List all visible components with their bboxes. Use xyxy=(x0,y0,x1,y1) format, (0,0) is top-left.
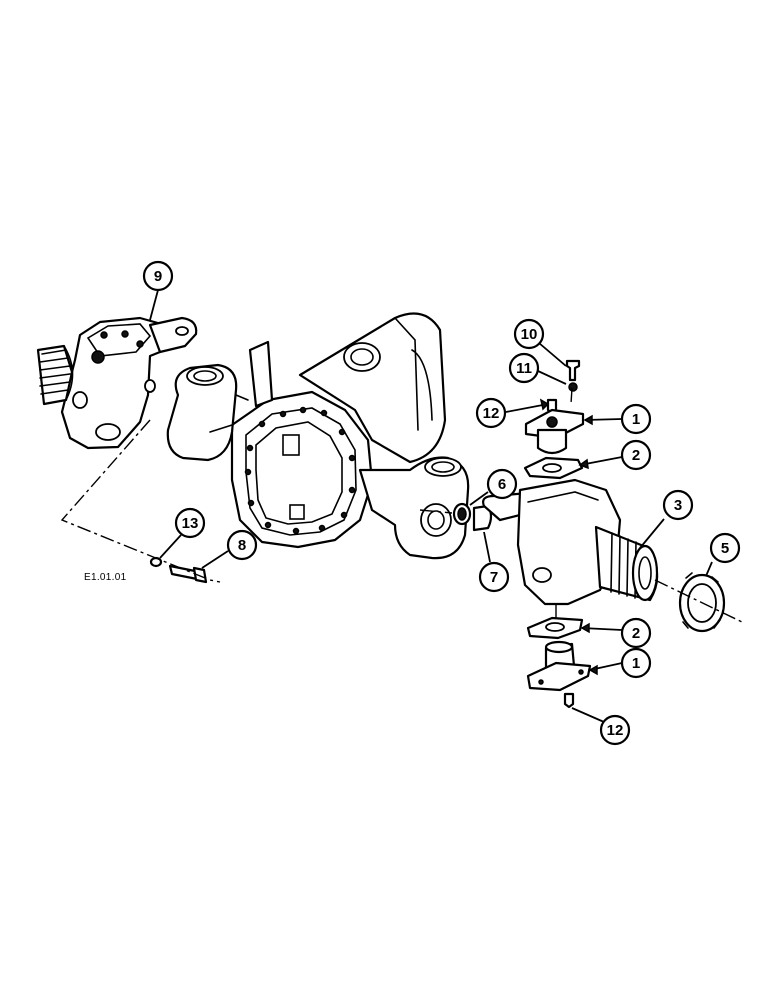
callout-5-label: 5 xyxy=(721,540,729,557)
callout-2-upper: 2 xyxy=(620,439,652,471)
callout-1-lower: 1 xyxy=(620,647,652,679)
callout-10: 10 xyxy=(513,318,545,350)
callout-8-label: 8 xyxy=(238,537,246,554)
callout-1-upper: 1 xyxy=(620,403,652,435)
left-swivel-housing xyxy=(36,316,198,450)
assembly-centerlines xyxy=(60,387,743,623)
callout-9-label: 9 xyxy=(154,268,162,285)
callout-8: 8 xyxy=(226,529,258,561)
callout-13-label: 13 xyxy=(182,515,199,532)
bolt-8-head xyxy=(192,566,208,584)
callout-2-upper-label: 2 xyxy=(632,447,640,464)
callout-12-lower-label: 12 xyxy=(607,722,624,739)
callout-11-label: 11 xyxy=(516,360,532,377)
leader-lines xyxy=(149,289,713,723)
lower-pivot-stack xyxy=(526,616,592,709)
callout-7-label: 7 xyxy=(490,569,498,586)
callout-11: 11 xyxy=(508,352,540,384)
callout-3-label: 3 xyxy=(674,497,682,514)
callout-12-lower: 12 xyxy=(599,714,631,746)
callout-3: 3 xyxy=(662,489,694,521)
callout-9: 9 xyxy=(142,260,174,292)
callout-5: 5 xyxy=(709,532,741,564)
callout-7: 7 xyxy=(478,561,510,593)
axle-housing xyxy=(166,312,470,560)
callout-6: 6 xyxy=(486,468,518,500)
callout-1-upper-label: 1 xyxy=(632,411,640,428)
callout-12-upper: 12 xyxy=(475,397,507,429)
upper-pivot-stack xyxy=(523,359,585,480)
callout-12-upper-label: 12 xyxy=(483,405,500,422)
callout-2-lower: 2 xyxy=(620,617,652,649)
callout-13: 13 xyxy=(174,507,206,539)
bolt-and-washer xyxy=(149,556,208,584)
bolt-10 xyxy=(565,359,581,382)
flange-bolt-holes xyxy=(244,406,356,535)
callout-1-lower-label: 1 xyxy=(632,655,640,672)
figure-reference: E1.01.01 xyxy=(84,572,127,583)
right-swivel-housing xyxy=(482,478,659,606)
left-hub-splines xyxy=(39,349,71,395)
callout-10-label: 10 xyxy=(521,326,538,343)
callout-6-label: 6 xyxy=(498,476,506,493)
grease-nipple-lower xyxy=(563,692,575,709)
washer-11 xyxy=(568,382,578,392)
callout-2-lower-label: 2 xyxy=(632,625,640,642)
